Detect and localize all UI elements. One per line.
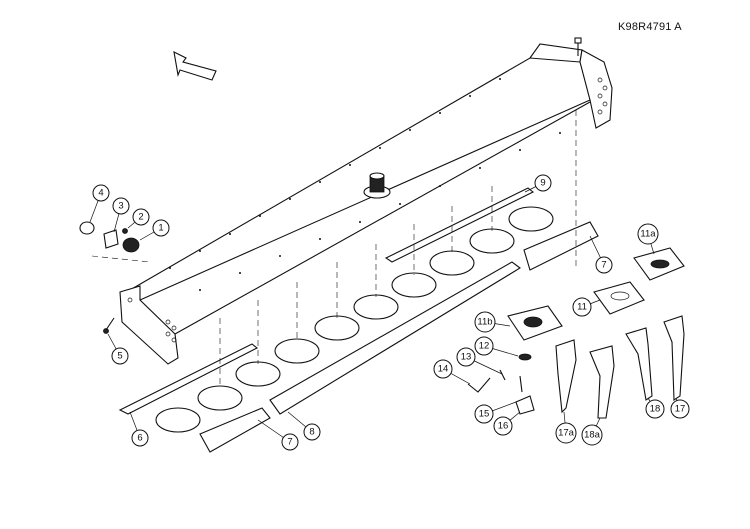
drawing-reference: K98R4791 A [618, 21, 682, 33]
left-end-plate-holes [127, 297, 177, 343]
callout-7-left: 7 [281, 433, 299, 451]
svg-text:7: 7 [601, 260, 606, 271]
hub-11a [633, 247, 685, 281]
svg-text:15: 15 [479, 409, 490, 420]
callout-6: 6 [131, 429, 149, 447]
fastener-hardware [467, 353, 535, 415]
callout-16: 16 [493, 416, 513, 436]
svg-text:5: 5 [117, 351, 122, 362]
skid-shoe-8 [269, 261, 521, 415]
callout-3: 3 [112, 197, 130, 215]
callout-17: 17 [670, 399, 690, 419]
callout-leaders [89, 182, 681, 443]
knife-17a [555, 339, 577, 414]
left-end-plate [119, 285, 179, 365]
callout-8: 8 [303, 423, 321, 441]
svg-text:12: 12 [479, 341, 490, 352]
callout-2: 2 [132, 208, 150, 226]
callout-18: 18 [645, 399, 665, 419]
svg-text:6: 6 [137, 433, 142, 444]
cutterbar-frame [129, 43, 591, 335]
svg-text:14: 14 [438, 364, 449, 375]
svg-text:11: 11 [577, 302, 587, 313]
cutter-discs [155, 206, 554, 433]
skid-7-left [199, 407, 271, 453]
callout-5: 5 [111, 347, 129, 365]
assembly-leaders [219, 110, 577, 388]
callout-4: 4 [92, 184, 110, 202]
knife-18 [625, 327, 653, 401]
svg-text:3: 3 [118, 201, 123, 212]
knife-18a [589, 345, 615, 419]
svg-text:4: 4 [98, 188, 103, 199]
svg-text:11a: 11a [640, 229, 656, 240]
svg-text:13: 13 [461, 352, 472, 363]
svg-text:17a: 17a [558, 428, 575, 439]
bearing-cap-assembly [79, 221, 151, 263]
hub-11 [593, 281, 645, 315]
svg-text:7: 7 [287, 437, 292, 448]
svg-text:11b: 11b [477, 317, 492, 328]
svg-text:9: 9 [540, 178, 545, 189]
knife-17 [663, 315, 685, 402]
skid-7-right [523, 221, 599, 271]
callout-17a: 17a [555, 422, 577, 444]
hub-11b [507, 305, 563, 341]
callout-1: 1 [152, 219, 170, 237]
svg-text:16: 16 [498, 421, 509, 432]
rivet-row [169, 78, 561, 291]
svg-text:1: 1 [158, 223, 163, 234]
right-end-plate [579, 49, 613, 129]
top-bolt [574, 37, 582, 56]
callout-11a: 11a [637, 223, 659, 245]
center-drive-knob [363, 172, 391, 199]
svg-text:2: 2 [138, 212, 143, 223]
right-end-plate-holes [597, 77, 608, 115]
svg-text:17: 17 [675, 404, 686, 415]
callout-18a: 18a [581, 424, 603, 446]
wear-strip-6 [118, 343, 259, 415]
callout-11b: 11b [474, 311, 496, 333]
callout-11: 11 [572, 297, 592, 317]
wear-strip-9 [384, 187, 535, 263]
svg-text:18a: 18a [584, 430, 601, 441]
bolt-part-5 [103, 317, 115, 334]
svg-text:18: 18 [650, 404, 661, 415]
direction-arrow [173, 51, 217, 81]
callout-13: 13 [456, 347, 476, 367]
callout-15: 15 [474, 404, 494, 424]
callout-7-right: 7 [595, 256, 613, 274]
svg-text:8: 8 [309, 427, 314, 438]
callout-12: 12 [474, 336, 494, 356]
callout-14: 14 [433, 359, 453, 379]
callout-9: 9 [534, 174, 552, 192]
